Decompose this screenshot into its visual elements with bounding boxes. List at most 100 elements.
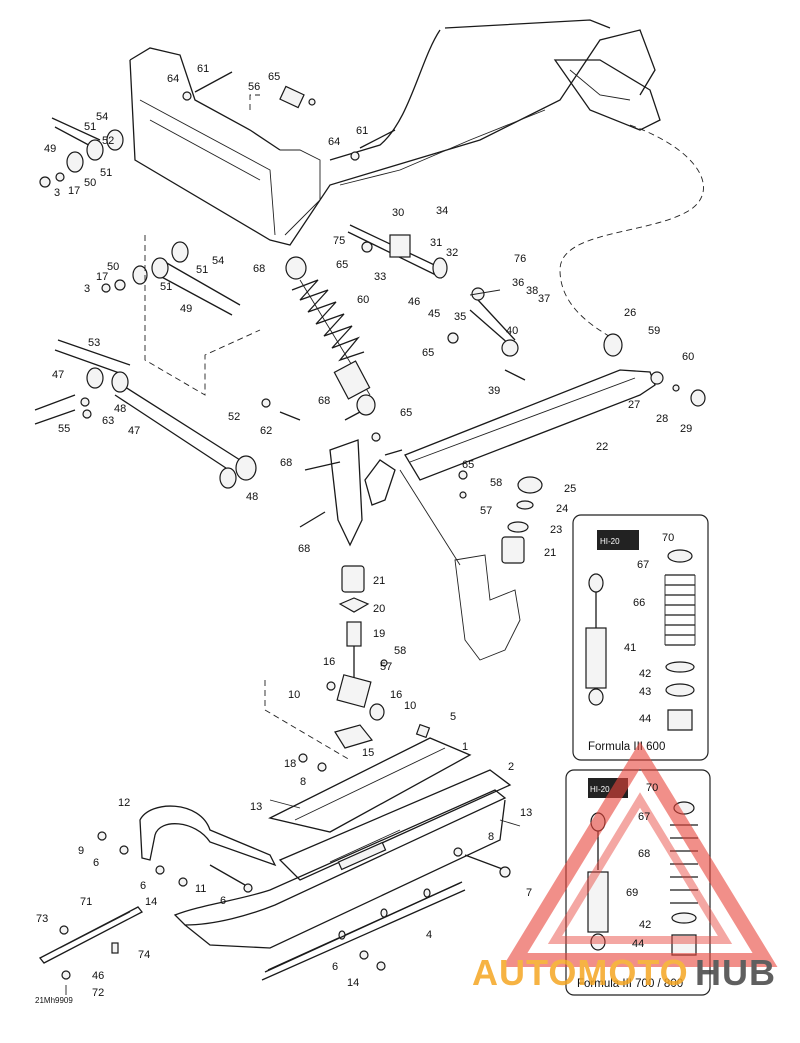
callout-10: 10 <box>404 700 416 712</box>
spindle-housing <box>329 439 468 566</box>
callout-11: 11 <box>195 883 206 895</box>
mid-arm <box>101 241 241 316</box>
callout-47: 47 <box>52 369 64 381</box>
callout-16: 16 <box>390 689 402 701</box>
callout-65: 65 <box>400 407 412 419</box>
callout-50: 50 <box>107 261 119 273</box>
callout-70: 70 <box>662 532 674 544</box>
callout-52: 52 <box>102 135 114 147</box>
callout-68: 68 <box>253 263 265 275</box>
front-shock-absorber <box>285 256 376 416</box>
callout-48: 48 <box>114 403 126 415</box>
callout-60: 60 <box>682 351 694 363</box>
callout-71: 71 <box>80 896 92 908</box>
callout-43: 43 <box>639 686 651 698</box>
callout-8: 8 <box>300 776 306 788</box>
callout-42: 42 <box>639 919 651 931</box>
callout-63: 63 <box>102 415 114 427</box>
callout-38: 38 <box>526 285 538 297</box>
callout-3: 3 <box>84 283 90 295</box>
callout-14: 14 <box>347 977 359 989</box>
callout-65: 65 <box>462 459 474 471</box>
callout-47: 47 <box>128 425 140 437</box>
callout-19: 19 <box>373 628 385 640</box>
callout-24: 24 <box>556 503 568 515</box>
callout-73: 73 <box>36 913 48 925</box>
trailing-arm <box>404 333 706 481</box>
callout-46: 46 <box>92 970 104 982</box>
guide-line-2 <box>249 94 260 110</box>
spindle-column <box>326 565 431 749</box>
callout-52: 52 <box>228 411 240 423</box>
wear-bar <box>264 881 463 973</box>
ghost-bracket <box>454 554 521 661</box>
callout-39: 39 <box>488 385 500 397</box>
callout-15: 15 <box>362 747 374 759</box>
callout-68: 68 <box>280 457 292 469</box>
decal-text-700-800: HI-20 <box>590 785 610 794</box>
callout-72: 72 <box>92 987 104 999</box>
decal-text-600: HI-20 <box>600 537 620 546</box>
callout-60: 60 <box>357 294 369 306</box>
guide-line-3 <box>264 680 351 761</box>
callout-35: 35 <box>454 311 466 323</box>
callout-8: 8 <box>488 831 494 843</box>
lower-bolts <box>261 398 381 528</box>
callout-6: 6 <box>332 961 338 973</box>
callout-4: 4 <box>426 929 432 941</box>
callout-41: 41 <box>624 642 636 654</box>
callout-16: 16 <box>323 656 335 668</box>
callout-59: 59 <box>648 325 660 337</box>
callout-3: 3 <box>54 187 60 199</box>
lower-radius-rods <box>34 339 257 489</box>
callout-49: 49 <box>44 143 56 155</box>
callout-42: 42 <box>639 668 651 680</box>
automotohub-watermark: AUTOMOTO HUB <box>472 741 778 993</box>
bushing-stack <box>501 476 543 564</box>
callout-67: 67 <box>638 811 650 823</box>
callout-58: 58 <box>394 645 406 657</box>
callout-1: 1 <box>462 741 468 753</box>
callout-29: 29 <box>680 423 692 435</box>
callout-31: 31 <box>430 237 442 249</box>
callout-65: 65 <box>268 71 280 83</box>
callout-17: 17 <box>96 271 108 283</box>
inset-formula-600: HI-20 Formula III 600 <box>572 514 709 761</box>
callout-34: 34 <box>436 205 448 217</box>
callout-68: 68 <box>638 848 650 860</box>
callout-61: 61 <box>356 125 368 137</box>
callout-76: 76 <box>514 253 526 265</box>
callout-57: 57 <box>480 505 492 517</box>
callout-6: 6 <box>220 895 226 907</box>
callout-5: 5 <box>450 711 456 723</box>
callout-10: 10 <box>288 689 300 701</box>
callout-44: 44 <box>632 938 644 950</box>
caption-formula-700-800: Formula III 700 / 800 <box>577 978 683 990</box>
callout-28: 28 <box>656 413 668 425</box>
callout-50: 50 <box>84 177 96 189</box>
callout-61: 61 <box>197 63 209 75</box>
callout-54: 54 <box>96 111 108 123</box>
callout-49: 49 <box>180 303 192 315</box>
callout-75: 75 <box>333 235 345 247</box>
upper-pivot-arm <box>39 117 124 188</box>
callout-17: 17 <box>68 185 80 197</box>
callout-26: 26 <box>624 307 636 319</box>
callout-64: 64 <box>167 73 179 85</box>
callout-70: 70 <box>646 782 658 794</box>
callout-27: 27 <box>628 399 640 411</box>
callout-7: 7 <box>526 887 532 899</box>
ski-decal-strip <box>38 906 144 995</box>
callout-54: 54 <box>212 255 224 267</box>
callout-51: 51 <box>84 121 96 133</box>
callout-48: 48 <box>246 491 258 503</box>
callout-44: 44 <box>639 713 651 725</box>
callout-51: 51 <box>196 264 208 276</box>
callout-22: 22 <box>596 441 608 453</box>
control-cable-loop <box>559 124 704 341</box>
callout-65: 65 <box>422 347 434 359</box>
callout-21: 21 <box>544 547 556 559</box>
callout-45: 45 <box>428 308 440 320</box>
callout-6: 6 <box>93 857 99 869</box>
